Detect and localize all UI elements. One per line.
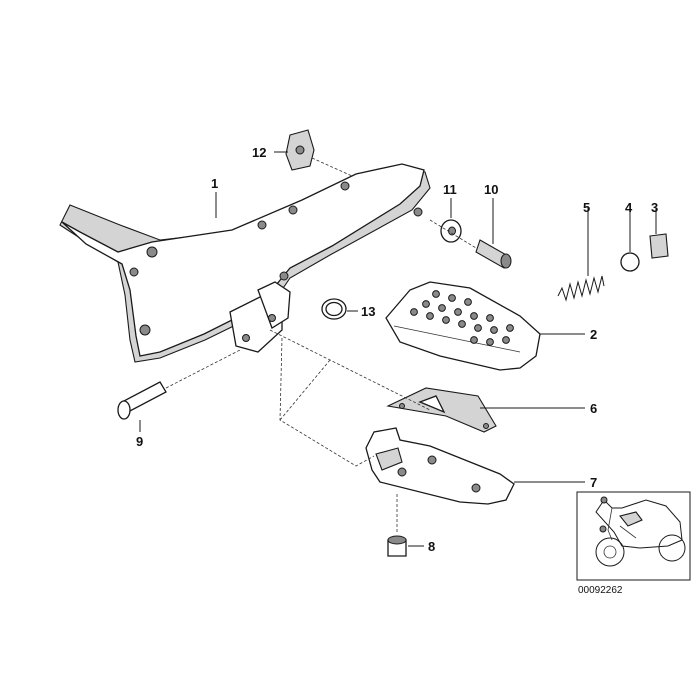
callout-3: 3	[651, 200, 658, 215]
callout-6: 6	[590, 401, 597, 416]
callout-10: 10	[484, 182, 498, 197]
part-6-plate	[386, 387, 585, 433]
part-9-pin	[117, 349, 241, 432]
part-12-clip-nut	[274, 129, 353, 177]
callout-4: 4	[625, 200, 633, 215]
part-2-rubber-pad	[385, 281, 585, 371]
part-10-bolt	[429, 198, 512, 269]
callout-5: 5	[583, 200, 590, 215]
callout-8: 8	[428, 539, 435, 554]
vehicle-thumbnail	[576, 491, 691, 581]
callout-9: 9	[136, 434, 143, 449]
part-13-circlip	[321, 298, 358, 320]
part-7-footrest	[365, 427, 585, 505]
callout-12: 12	[252, 145, 266, 160]
part-4-ball	[620, 208, 640, 272]
part-8-screw	[387, 494, 424, 557]
callout-11: 11	[443, 182, 457, 197]
callout-13: 13	[361, 304, 375, 319]
callout-2: 2	[590, 327, 597, 342]
part-11-washer	[440, 198, 462, 243]
part-5-spring	[557, 208, 605, 302]
callout-1: 1	[211, 176, 218, 191]
callout-7: 7	[590, 475, 597, 490]
part-3-pad	[649, 208, 669, 259]
part-1-bracket	[59, 163, 431, 363]
reference-number: 00092262	[578, 585, 623, 596]
